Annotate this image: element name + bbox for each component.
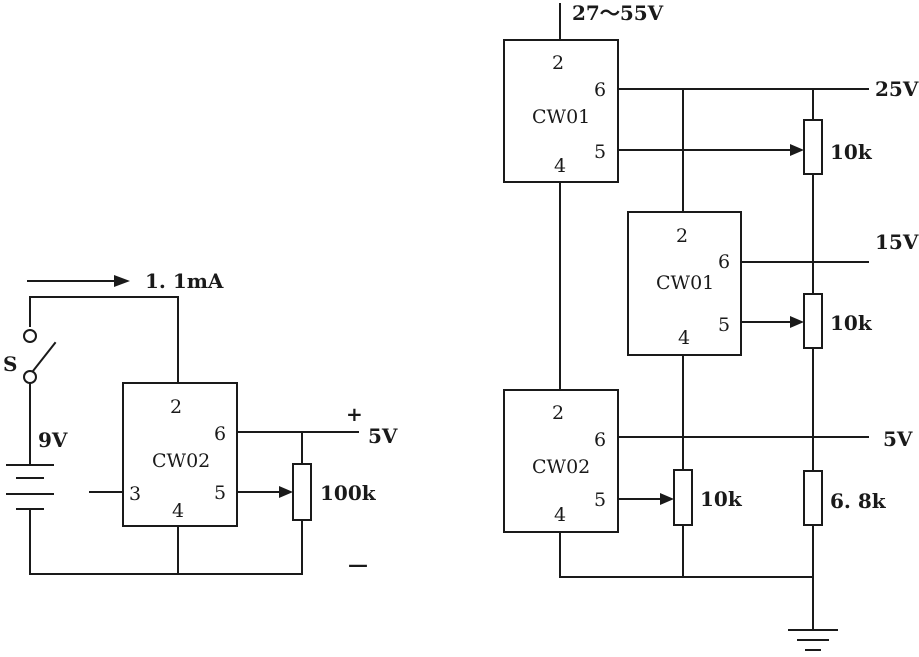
resistor-6k8 bbox=[803, 470, 823, 526]
bot-pin-6: 6 bbox=[594, 429, 606, 451]
pot-wiper-arrow bbox=[279, 486, 293, 498]
chip-name: CW02 bbox=[152, 450, 210, 472]
pot-100k bbox=[292, 463, 312, 521]
input-voltage: 27～55V bbox=[572, 1, 664, 25]
output-plus: + bbox=[346, 402, 363, 426]
pot-top-10k bbox=[803, 119, 823, 175]
battery-label: 9V bbox=[38, 428, 68, 452]
out-5v-label: 5V bbox=[883, 427, 913, 451]
resistor-label: 6. 8k bbox=[830, 489, 887, 513]
pot-top-label: 10k bbox=[830, 140, 873, 164]
mid-chip-name: CW01 bbox=[656, 272, 714, 294]
switch-blade bbox=[31, 341, 57, 373]
left-circuit: 1. 1mA S 9V 2 6 CW02 3 5 4 + 5V bbox=[3, 269, 398, 576]
switch-label: S bbox=[3, 352, 17, 376]
pot-mid-10k bbox=[803, 293, 823, 349]
ground-rail bbox=[29, 508, 303, 575]
ground-icon bbox=[788, 629, 838, 651]
pot-mid-wiper-arrow bbox=[790, 316, 804, 328]
right-circuit: 27～55V 2 6 CW01 5 4 25V 10k 2 6 CW01 5 4… bbox=[503, 1, 919, 651]
pot-mid-label: 10k bbox=[830, 311, 873, 335]
pin-6: 6 bbox=[214, 423, 226, 445]
chip-cw02-bot bbox=[503, 389, 619, 533]
bot-pin-5: 5 bbox=[594, 489, 606, 511]
out-25v-label: 25V bbox=[875, 77, 919, 101]
pot-bot-label: 10k bbox=[700, 487, 743, 511]
chip-cw01-mid bbox=[627, 211, 742, 356]
top-pin-6: 6 bbox=[594, 79, 606, 101]
pot-bot-10k bbox=[673, 469, 693, 526]
chip-cw02-left bbox=[122, 382, 238, 527]
switch-contact-bottom bbox=[23, 370, 37, 384]
output-voltage: 5V bbox=[368, 424, 398, 448]
bot-pin-2: 2 bbox=[552, 402, 564, 424]
switch-contact-top bbox=[23, 329, 37, 343]
bot-chip-name: CW02 bbox=[532, 456, 590, 478]
pin-2: 2 bbox=[170, 396, 182, 418]
chip-cw01-top bbox=[503, 39, 619, 183]
right-ground-rail bbox=[559, 531, 814, 578]
pot-label: 100k bbox=[320, 481, 377, 505]
pin-3: 3 bbox=[129, 483, 141, 505]
current-label: 1. 1mA bbox=[145, 269, 224, 293]
mid-pin-5: 5 bbox=[718, 314, 730, 336]
pot-top-wiper-arrow bbox=[790, 144, 804, 156]
top-chip-name: CW01 bbox=[532, 106, 590, 128]
top-pin-4: 4 bbox=[554, 155, 566, 177]
out-15v-label: 15V bbox=[875, 230, 919, 254]
pin-5: 5 bbox=[214, 482, 226, 504]
output-minus: — bbox=[348, 552, 368, 576]
mid-pin-4: 4 bbox=[678, 327, 690, 349]
current-arrow-head bbox=[114, 275, 130, 287]
pin-4: 4 bbox=[172, 500, 184, 522]
top-wire bbox=[29, 296, 179, 384]
pot-bot-wiper-arrow bbox=[660, 493, 674, 505]
bot-pin-4: 4 bbox=[554, 504, 566, 526]
mid-pin-6: 6 bbox=[718, 251, 730, 273]
top-pin-5: 5 bbox=[594, 141, 606, 163]
top-pin-2: 2 bbox=[552, 52, 564, 74]
mid-pin-2: 2 bbox=[676, 225, 688, 247]
